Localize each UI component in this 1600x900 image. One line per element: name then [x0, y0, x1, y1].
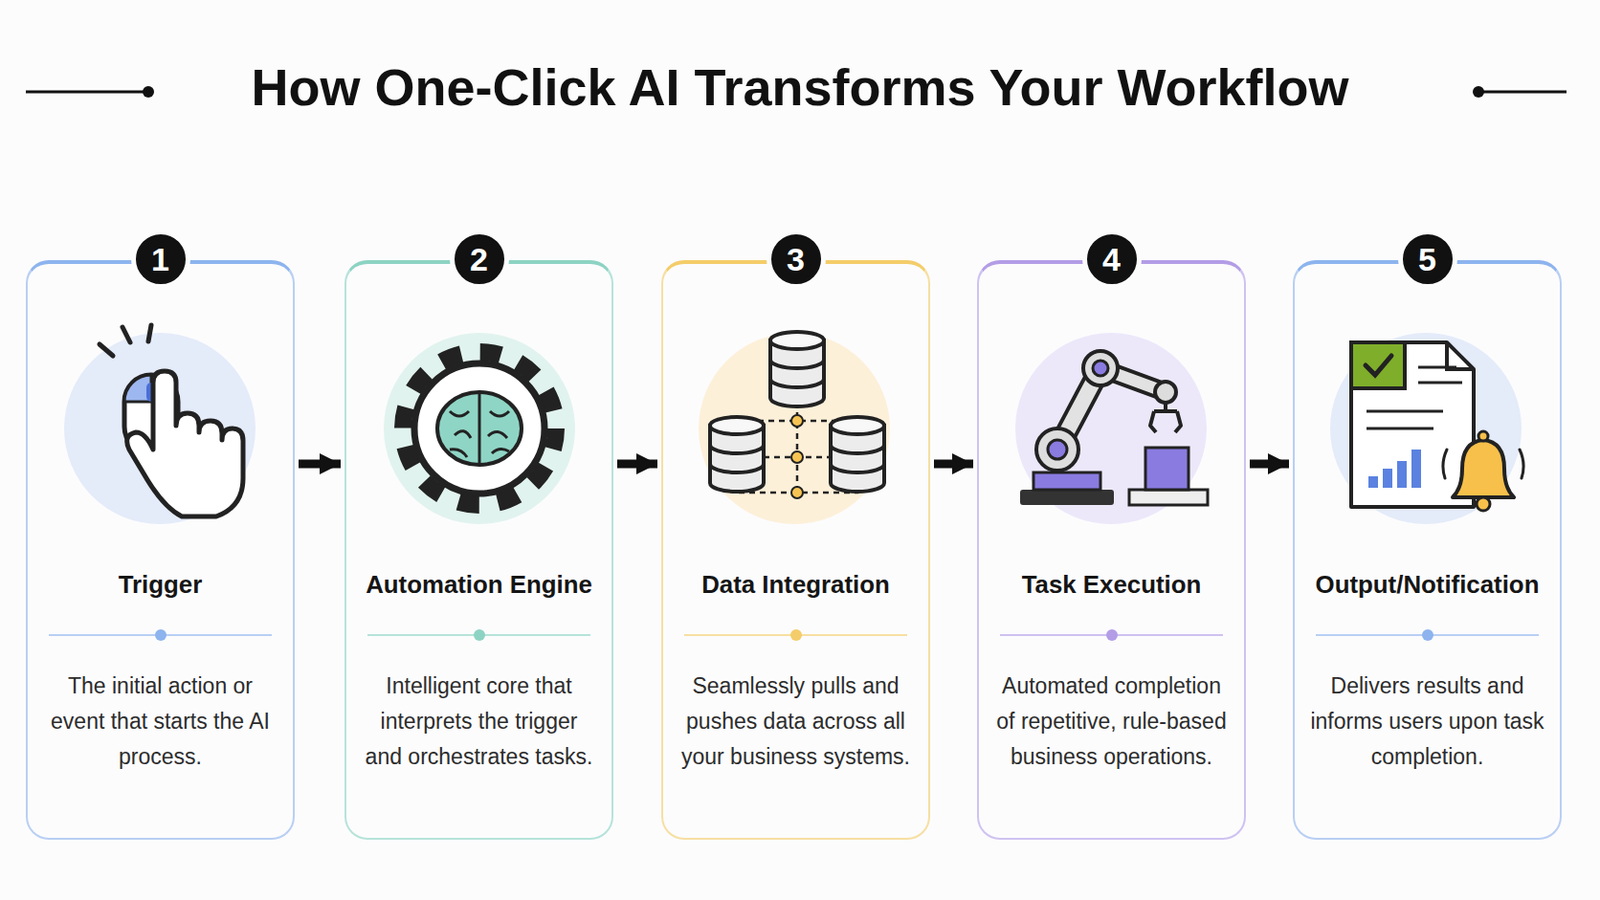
- step-number: 1: [151, 243, 170, 276]
- database-icon: [698, 332, 890, 525]
- step-number: 2: [469, 243, 489, 276]
- title-text: How One-Click AI Transforms Your Workflo…: [250, 58, 1349, 116]
- flow-arrow: [617, 460, 658, 469]
- flow-arrow: [1249, 460, 1289, 469]
- step-number: 3: [786, 243, 805, 276]
- step-description: Delivers results and informs users upon …: [1294, 668, 1560, 776]
- step-description: Automated completion of repetitive, rule…: [978, 668, 1245, 776]
- step-number-badge: 3: [766, 229, 826, 289]
- step-number: 4: [1102, 243, 1121, 276]
- step-description: Intelligent core that interprets the tri…: [346, 668, 612, 776]
- step-heading: Output/Notification: [1294, 570, 1560, 600]
- flow-arrow: [933, 460, 974, 469]
- robot-arm-icon: [1015, 333, 1208, 525]
- divider-dot: [473, 629, 486, 642]
- step-heading: Automation Engine: [346, 570, 612, 600]
- step-number-badge: 4: [1082, 229, 1142, 289]
- divider-dot: [790, 629, 802, 642]
- step-number-badge: 5: [1398, 229, 1458, 289]
- divider-dot: [1422, 629, 1434, 642]
- step-card: Automation EngineIntelligent core that i…: [344, 260, 614, 841]
- step-number: 5: [1418, 243, 1437, 276]
- step-heading: Trigger: [27, 570, 293, 600]
- step-number-badge: 2: [449, 229, 510, 289]
- step-description: Seamlessly pulls and pushes data across …: [663, 668, 929, 776]
- divider-dot: [155, 629, 167, 642]
- step-heading: Task Execution: [978, 570, 1245, 600]
- report-bell-icon: [1330, 333, 1524, 525]
- step-card: Data IntegrationSeamlessly pulls and pus…: [661, 260, 931, 841]
- step-card: Output/NotificationDelivers results and …: [1292, 260, 1562, 841]
- step-heading: Data Integration: [663, 570, 929, 600]
- gear-brain-icon: [383, 333, 576, 525]
- step-card: Task ExecutionAutomated completion of re…: [977, 260, 1246, 841]
- step-number-badge: 1: [131, 229, 191, 289]
- divider-dot: [1106, 629, 1118, 642]
- step-card: TriggerThe initial action or event that …: [25, 260, 295, 841]
- diagram-title: How One-Click AI Transforms Your Workflo…: [0, 59, 1600, 116]
- click-icon: [64, 325, 256, 525]
- flow-arrow: [298, 460, 341, 469]
- step-description: The initial action or event that starts …: [27, 668, 293, 776]
